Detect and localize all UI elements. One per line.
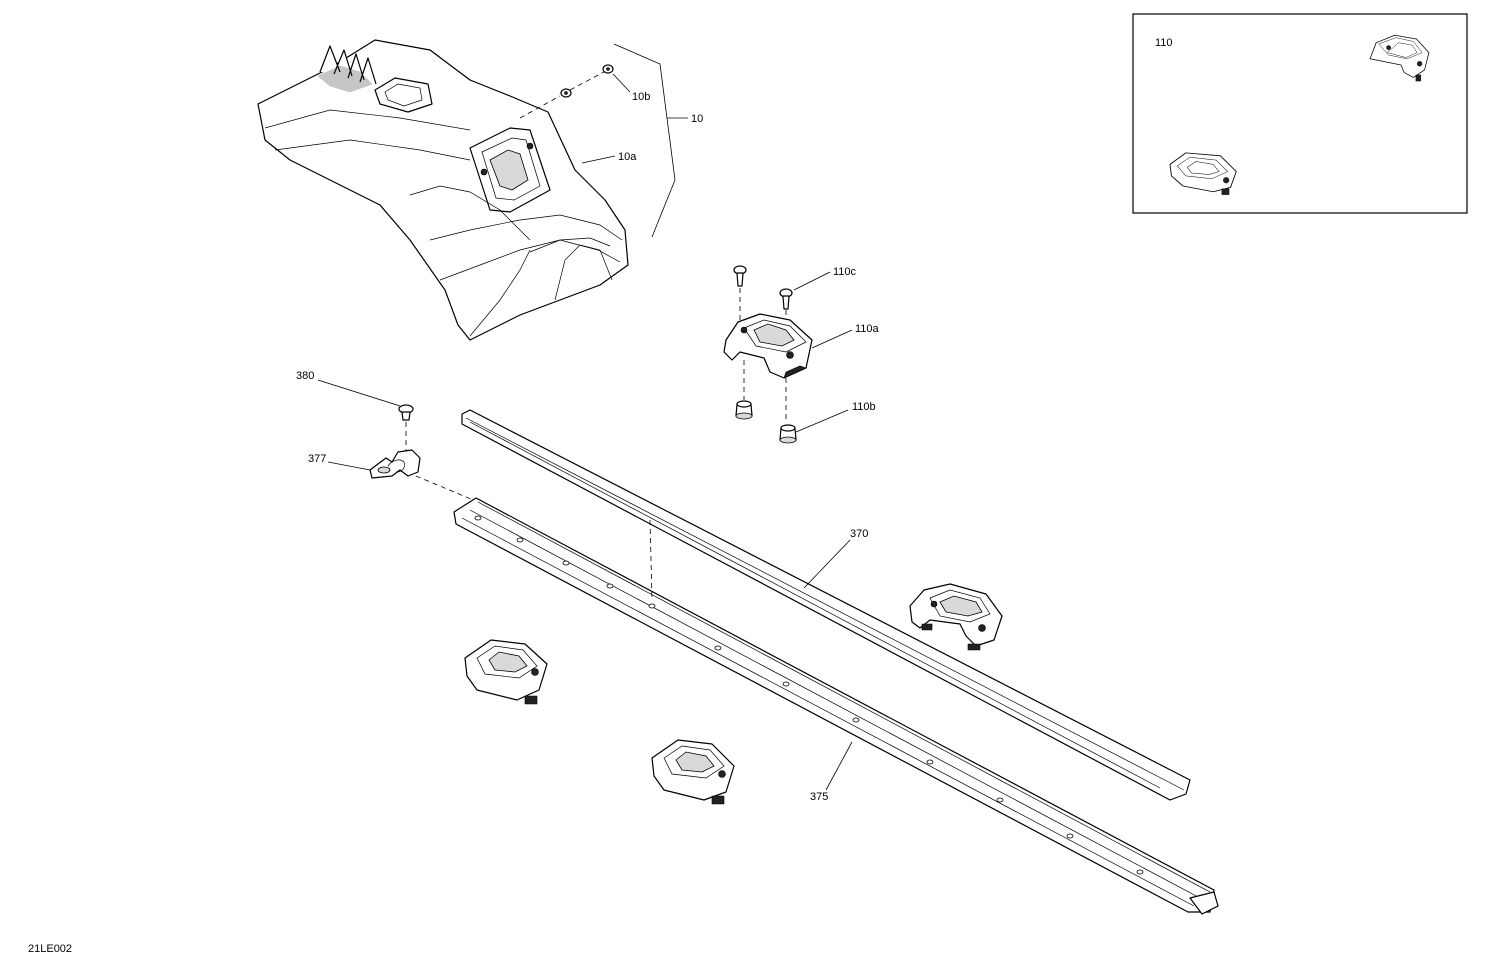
callout-110c: 110c (833, 266, 857, 278)
diagram-code: 21LE002 (28, 943, 72, 955)
callout-10a: 10a (618, 151, 637, 163)
screw-10b-left (560, 88, 572, 98)
nut-110b-left (735, 400, 753, 420)
bracket-left (464, 639, 548, 705)
rail-375 (453, 497, 1219, 915)
inset-box-label: 110 (1155, 37, 1173, 49)
bolt-110c-right (779, 288, 793, 310)
nut-110b-right (779, 424, 797, 444)
front-panel-10a (257, 39, 629, 341)
bracket-110a (723, 313, 813, 379)
callout-110b: 110b (852, 401, 876, 413)
callout-110a: 110a (855, 323, 880, 335)
callout-370: 370 (850, 528, 868, 540)
inset-box-110: 110 (1132, 13, 1468, 214)
group-bracket-10 (613, 43, 676, 238)
bracket-bottom (651, 739, 735, 805)
callout-10: 10 (691, 113, 703, 125)
callout-10b: 10b (632, 91, 650, 103)
callout-377: 377 (308, 453, 326, 465)
screw-10b-right (602, 64, 614, 74)
bolt-110c-left (733, 265, 747, 287)
inset-bracket-lower (1169, 152, 1237, 195)
callout-375: 375 (810, 791, 828, 803)
rivet-380 (398, 404, 414, 421)
inset-bracket-upper (1369, 34, 1430, 82)
rail-370 (461, 409, 1191, 801)
callout-380: 380 (296, 370, 314, 382)
clip-377 (369, 449, 421, 479)
bracket-right (909, 583, 1003, 651)
